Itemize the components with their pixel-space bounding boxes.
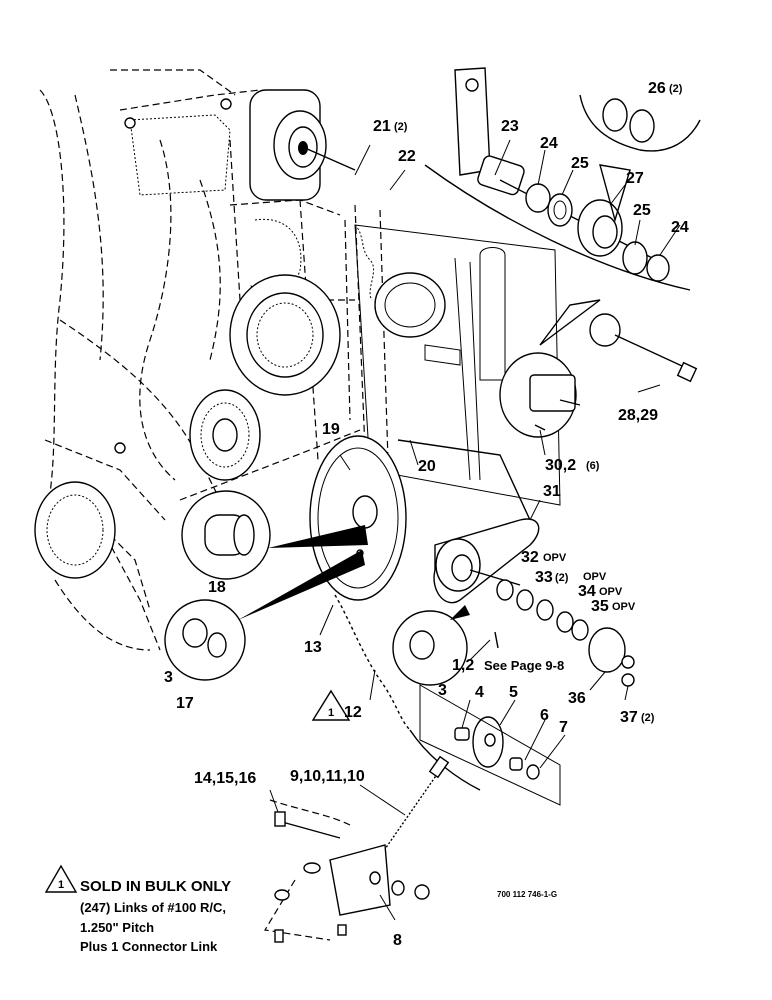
- bulk-note-line-1: (247) Links of #100 R/C,: [80, 900, 226, 915]
- callout-7: 7: [559, 719, 568, 736]
- callout-24-b: 24: [671, 219, 689, 236]
- bulk-note-line-3: Plus 1 Connector Link: [80, 939, 218, 954]
- small-sprocket: [419, 684, 561, 806]
- callout-30-2: 30,2: [545, 457, 576, 474]
- callout-31: 31: [543, 483, 561, 500]
- callout-30-qty: (6): [586, 460, 600, 472]
- figure-code: 700 112 746-1-G: [497, 890, 557, 899]
- callout-22: 22: [398, 148, 416, 165]
- callout-26-qty: (2): [669, 83, 683, 95]
- callout-33-qty: (2): [555, 572, 569, 584]
- detail-circle-18: [181, 490, 368, 580]
- callout-9-10-11-10: 9,10,11,10: [290, 768, 365, 785]
- frame-bearing: [114, 89, 356, 454]
- bulk-note-triangle-num: 1: [58, 879, 64, 891]
- callout-34-opv: OPV: [599, 586, 623, 598]
- callout-14-15-16: 14,15,16: [194, 770, 256, 787]
- callout-20: 20: [418, 458, 436, 475]
- idler-arm: [433, 518, 635, 687]
- mounting-plate: [354, 224, 561, 506]
- tensioner-assembly: [264, 755, 450, 943]
- see-page-note: See Page 9-8: [484, 658, 564, 673]
- callout-12: 12: [344, 704, 362, 721]
- callout-18: 18: [208, 579, 226, 596]
- callout-36: 36: [568, 690, 586, 707]
- callout-8: 8: [393, 932, 402, 949]
- warning-triangle-icon: [44, 864, 78, 893]
- callout-23: 23: [501, 118, 519, 135]
- callout-37-qty: (2): [641, 712, 655, 724]
- callout-19: 19: [322, 421, 340, 438]
- callout-25-a: 25: [571, 155, 589, 172]
- leader-lines: [269, 139, 681, 921]
- callout-33-opv: OPV: [583, 571, 607, 583]
- right-bearing: [499, 313, 698, 438]
- frame-hubs: [34, 274, 341, 579]
- callout-35-opv: OPV: [612, 601, 636, 613]
- callout-24-a: 24: [540, 135, 558, 152]
- callout-13: 13: [304, 639, 322, 656]
- callout-26: 26: [648, 80, 666, 97]
- callout-21: 21: [373, 118, 391, 135]
- upper-shaft-inset: [424, 67, 701, 346]
- detail-circle-3-17: [164, 550, 365, 681]
- callout-27: 27: [626, 170, 644, 187]
- bulk-note: 1 SOLD IN BULK ONLY (247) Links of #100 …: [44, 864, 231, 954]
- callout-28-29: 28,29: [618, 407, 658, 424]
- callout-35: 35: [591, 598, 609, 615]
- callout-6: 6: [540, 707, 549, 724]
- callout-4: 4: [475, 684, 484, 701]
- bulk-note-line-2: 1.250" Pitch: [80, 920, 154, 935]
- callout-12-triangle-num: 1: [328, 707, 334, 719]
- callout-33: 33: [535, 569, 553, 586]
- callout-25-b: 25: [633, 202, 651, 219]
- callout-37: 37: [620, 709, 638, 726]
- detail-circle-3b: [392, 605, 470, 686]
- callout-labels: 21 (2) 22 23 24 25 26 (2) 27 25 24 28,29…: [164, 80, 689, 949]
- callout-5: 5: [509, 684, 518, 701]
- callout-17: 17: [176, 695, 194, 712]
- callout-21-qty: (2): [394, 121, 408, 133]
- bulk-note-title: SOLD IN BULK ONLY: [80, 878, 231, 895]
- machine-frame: [39, 69, 389, 651]
- callout-3-b: 3: [438, 682, 447, 699]
- callout-1-2: 1,2: [452, 657, 474, 674]
- callout-32: 32: [521, 549, 539, 566]
- callout-32-opv: OPV: [543, 552, 567, 564]
- warning-triangle-icon: [311, 689, 351, 721]
- callout-3-a: 3: [164, 669, 173, 686]
- callout-34: 34: [578, 583, 596, 600]
